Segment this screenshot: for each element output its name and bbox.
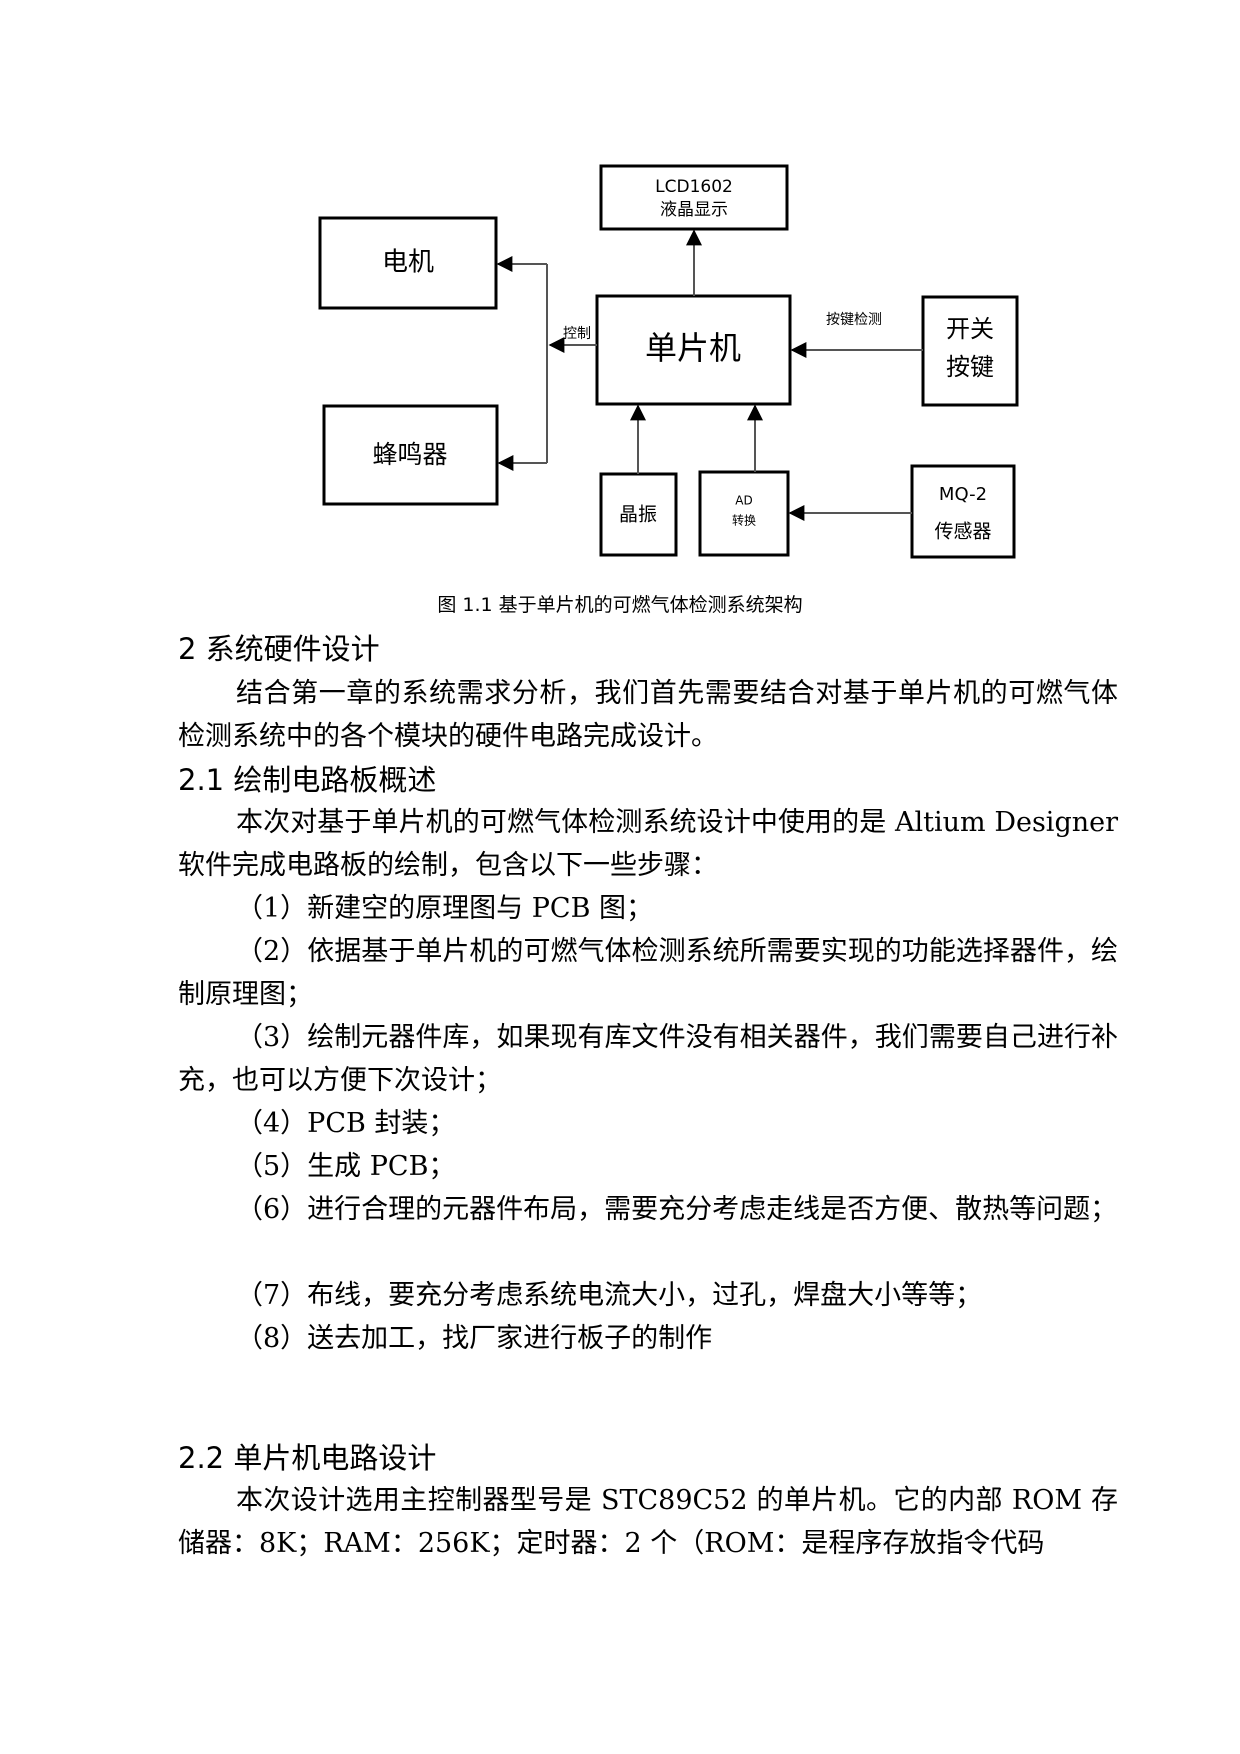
lcd-label-line2: 液晶显示 <box>660 200 728 220</box>
step-5: （5）生成 PCB； <box>236 1151 456 1182</box>
lcd-label-line1: LCD1602 <box>655 177 733 197</box>
ad-box <box>698 470 790 557</box>
switch-label-line1: 开关 <box>946 315 994 343</box>
key-detect-label: 按键检测 <box>826 312 882 328</box>
step-3: （3）绘制元器件库，如果现有库文件没有相关器件，我们需要自己进行补充，也可以方便… <box>178 1022 1118 1096</box>
section-2-heading: 2 系统硬件设计 <box>178 632 380 666</box>
step-7: （7）布线，要充分考虑系统电流大小，过孔，焊盘大小等等； <box>236 1280 983 1311</box>
step-4: （4）PCB 封装； <box>236 1108 456 1139</box>
step-8: （8）送去加工，找厂家进行板子的制作 <box>236 1323 713 1354</box>
step-2: （2）依据基于单片机的可燃气体检测系统所需要实现的功能选择器件，绘制原理图； <box>178 936 1118 1010</box>
lcd-box <box>599 164 789 231</box>
section-2-1-heading: 2.1 绘制电路板概述 <box>178 763 437 797</box>
switch-label-line2: 按键 <box>946 353 994 381</box>
control-label: 控制 <box>563 326 591 342</box>
switch-box <box>921 295 1019 407</box>
step-1: （1）新建空的原理图与 PCB 图； <box>236 893 654 924</box>
ad-label-line1: AD <box>735 494 752 508</box>
sensor-box <box>910 464 1016 559</box>
motor-box <box>318 216 498 310</box>
section-2-paragraph: 结合第一章的系统需求分析，我们首先需要结合对基于单片机的可燃气体检测系统中的各个… <box>178 678 1118 752</box>
crystal-label: 晶振 <box>619 504 657 526</box>
buzzer-box <box>322 404 499 506</box>
section-2-2-heading: 2.2 单片机电路设计 <box>178 1441 437 1475</box>
section-2-2-paragraph: 本次设计选用主控制器型号是 STC89C52 的单片机。它的内部 ROM 存储器… <box>178 1485 1118 1559</box>
system-architecture-diagram: LCD1602 液晶显示 电机 单片机 开关 按键 蜂鸣器 晶振 AD 转换 M… <box>318 164 1019 559</box>
motor-label: 电机 <box>382 248 434 278</box>
sensor-label-line2: 传感器 <box>934 521 991 543</box>
step-6: （6）进行合理的元器件布局，需要充分考虑走线是否方便、散热等问题； <box>236 1194 1118 1225</box>
section-2-1-intro: 本次对基于单片机的可燃气体检测系统设计中使用的是 Altium Designer… <box>178 807 1118 881</box>
buzzer-label: 蜂鸣器 <box>372 440 447 469</box>
mcu-label: 单片机 <box>645 329 741 367</box>
figure-caption: 图 1.1 基于单片机的可燃气体检测系统架构 <box>437 594 803 616</box>
sensor-label-line1: MQ-2 <box>939 484 987 505</box>
ad-label-line2: 转换 <box>732 513 756 528</box>
